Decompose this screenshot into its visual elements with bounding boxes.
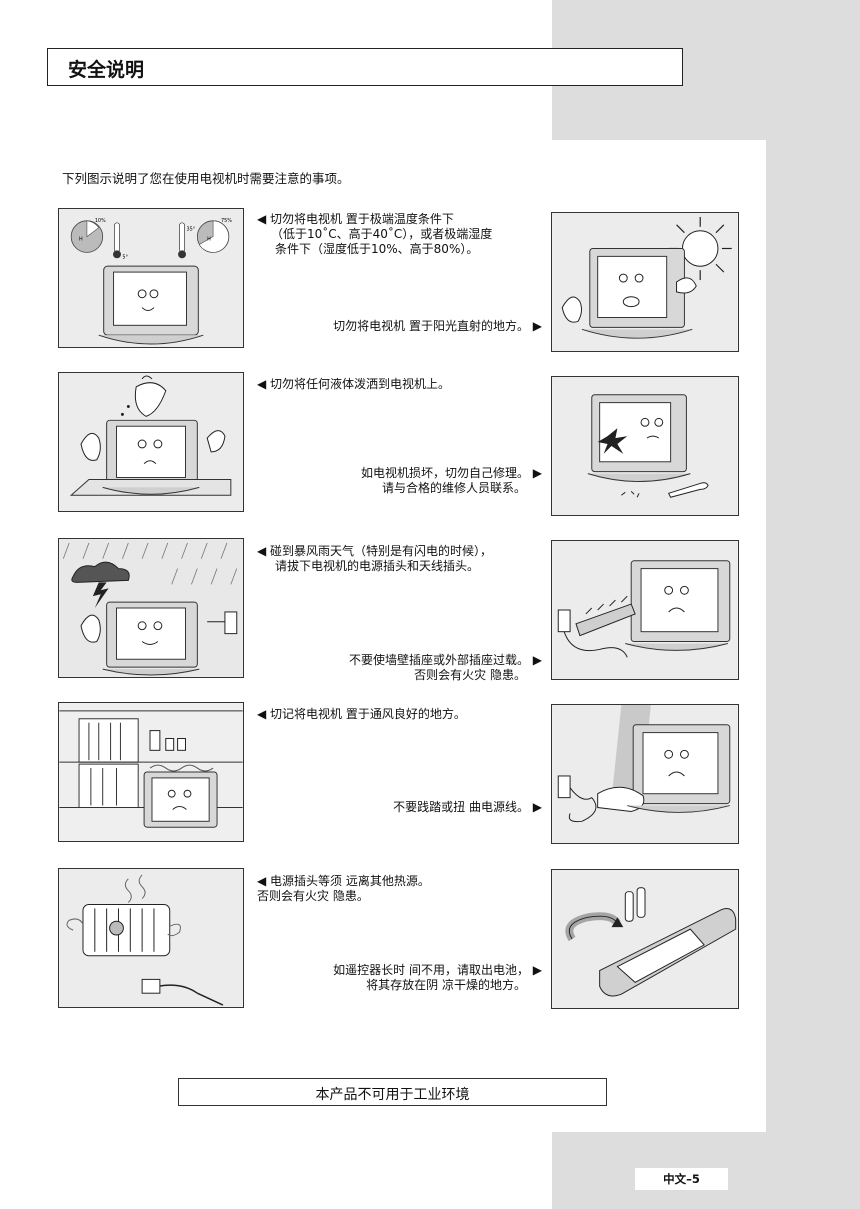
sidebar-band-right bbox=[766, 140, 860, 1132]
illustration-outlet-overload bbox=[551, 540, 739, 680]
page-number-box: 中文–5 bbox=[635, 1168, 728, 1190]
caption-line: 将其存放在阴 凉干燥的地方。 bbox=[366, 978, 526, 992]
caption-line: ◀ 切勿将任何液体泼洒到电视机上。 bbox=[257, 377, 451, 391]
caption-heat-source: ◀ 电源插头等须 远离其他热源。 否则会有火灾 隐患。 bbox=[257, 874, 430, 904]
temperature-low-label: 5° bbox=[122, 254, 128, 260]
section-header: 安全说明 bbox=[47, 48, 683, 86]
illustration-damaged-tv bbox=[551, 376, 739, 516]
illustration-power-cord bbox=[551, 704, 739, 844]
temperature-high-label: 35° bbox=[186, 227, 195, 233]
caption-remote-batteries: 如遥控器长时 间不用，请取出电池， ▶ 将其存放在阴 凉干燥的地方。 bbox=[333, 963, 542, 993]
caption-thunderstorm: ◀ 碰到暴风雨天气（特别是有闪电的时候）， 请拔下电视机的电源插头和天线插头。 bbox=[257, 544, 492, 574]
illustration-heat-source bbox=[58, 868, 244, 1008]
caption-line: 如电视机损坏，切勿自己修理。 ▶ bbox=[360, 466, 542, 480]
caption-line: （低于10˚C、高于40˚C），或者极端湿度 bbox=[271, 227, 493, 241]
hygrometer-low-label: H bbox=[79, 237, 83, 243]
caption-line: 否则会有火灾 隐患。 bbox=[257, 889, 369, 903]
illustration-extreme-temperature: 10% 75% H H 5° 35° bbox=[58, 208, 244, 348]
caption-line: 条件下（湿度低于10%、高于80%）。 bbox=[275, 242, 479, 256]
illustration-thunderstorm bbox=[58, 538, 244, 678]
caption-ventilation: ◀ 切记将电视机 置于通风良好的地方。 bbox=[257, 707, 466, 722]
caption-line: ◀ 切记将电视机 置于通风良好的地方。 bbox=[257, 707, 466, 721]
caption-line: ◀ 切勿将电视机 置于极端温度条件下 bbox=[257, 212, 454, 226]
caption-line: 不要践踏或扭 曲电源线。 ▶ bbox=[393, 800, 542, 814]
caption-do-not-repair: 如电视机损坏，切勿自己修理。 ▶ 请与合格的维修人员联系。 bbox=[361, 466, 542, 496]
illustration-direct-sunlight bbox=[551, 212, 739, 352]
caption-direct-sunlight: 切勿将电视机 置于阳光直射的地方。 ▶ bbox=[333, 319, 542, 334]
page-number: 中文–5 bbox=[663, 1172, 700, 1186]
page-title: 安全说明 bbox=[68, 59, 145, 81]
caption-liquid-spill: ◀ 切勿将任何液体泼洒到电视机上。 bbox=[257, 377, 450, 392]
caption-outlet-overload: 不要使墙壁插座或外部插座过载。 ▶ 否则会有火灾 隐患。 bbox=[349, 653, 542, 683]
humidity-high-label: 75% bbox=[221, 218, 232, 224]
notice-text: 本产品不可用于工业环境 bbox=[315, 1087, 470, 1103]
humidity-low-label: 10% bbox=[95, 218, 106, 224]
caption-line: ◀ 碰到暴风雨天气（特别是有闪电的时候）， bbox=[257, 544, 493, 558]
caption-line: 否则会有火灾 隐患。 bbox=[414, 668, 526, 682]
caption-power-cord: 不要践踏或扭 曲电源线。 ▶ bbox=[393, 800, 542, 815]
caption-line: 请拔下电视机的电源插头和天线插头。 bbox=[275, 559, 480, 573]
caption-line: 不要使墙壁插座或外部插座过载。 ▶ bbox=[348, 653, 542, 667]
illustration-remote-batteries bbox=[551, 869, 739, 1009]
hygrometer-high-label: H bbox=[207, 237, 211, 243]
industrial-use-notice: 本产品不可用于工业环境 bbox=[178, 1078, 607, 1106]
caption-line: 如遥控器长时 间不用，请取出电池， ▶ bbox=[333, 963, 542, 977]
caption-line: 请与合格的维修人员联系。 bbox=[381, 481, 526, 495]
illustration-liquid-spill bbox=[58, 372, 244, 512]
caption-extreme-temperature: ◀ 切勿将电视机 置于极端温度条件下 （低于10˚C、高于40˚C），或者极端湿… bbox=[257, 212, 492, 257]
caption-line: ◀ 电源插头等须 远离其他热源。 bbox=[257, 874, 430, 888]
intro-text: 下列图示说明了您在使用电视机时需要注意的事项。 bbox=[62, 171, 350, 186]
illustration-ventilation bbox=[58, 702, 244, 842]
caption-line: 切勿将电视机 置于阳光直射的地方。 ▶ bbox=[333, 319, 542, 333]
